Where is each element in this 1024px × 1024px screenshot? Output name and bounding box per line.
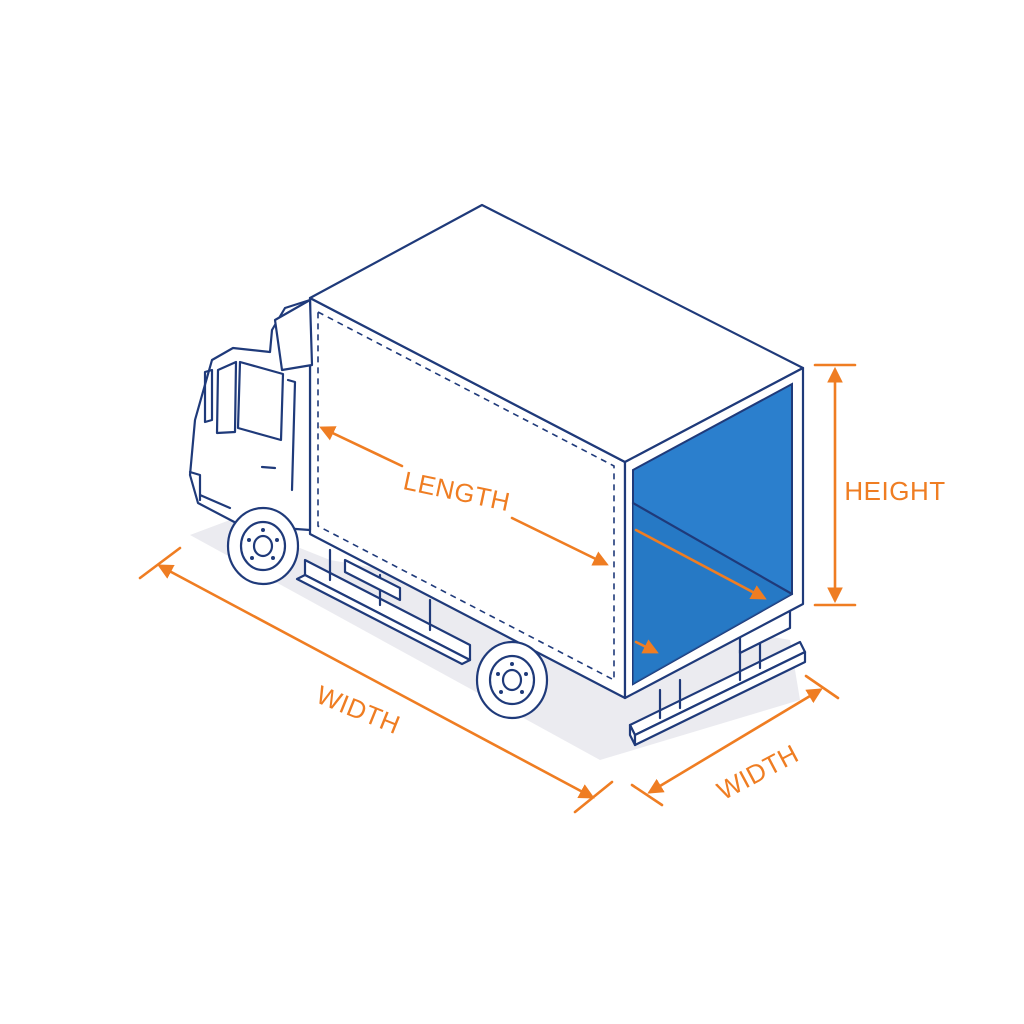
wheel-icon (226, 506, 300, 586)
height-dimension: HEIGHT (813, 363, 945, 607)
side-window (236, 360, 285, 442)
windshield (215, 360, 238, 435)
wheel-icon (475, 640, 549, 720)
width-rear-label: WIDTH (712, 738, 804, 806)
interior-depth-arrows (634, 528, 767, 654)
truck-cab-icon (188, 298, 314, 532)
height-label: HEIGHT (844, 476, 945, 506)
cargo-box-side-dashed-border (317, 310, 615, 682)
